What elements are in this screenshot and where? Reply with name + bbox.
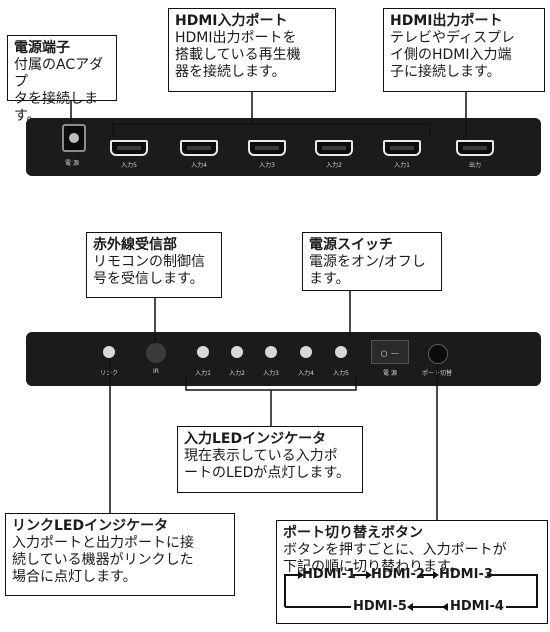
hdmi-input-1-label: 入力1 xyxy=(394,162,410,169)
link-led-desc: 入力ポートと出力ポートに接 続している機器がリンクした 場合に点灯します。 xyxy=(12,535,194,585)
sequence-hdmi-5: HDMI-5 xyxy=(353,599,407,614)
power-jack-label: 電 源 xyxy=(65,160,79,167)
hdmi-output-port[interactable] xyxy=(456,140,494,156)
input-led-title: 入力LEDインジケータ xyxy=(184,431,327,447)
link-led xyxy=(103,346,115,358)
power-port-title: 電源端子 xyxy=(14,40,70,56)
input-4-led xyxy=(300,346,312,358)
power-switch-label: 電 源 xyxy=(383,370,397,377)
ir-receiver xyxy=(146,343,166,363)
input-5-led-label: 入力5 xyxy=(333,370,349,377)
hdmi-output-desc: テレビやディスプレ イ側のHDMI入力端 子に接続します。 xyxy=(390,30,516,80)
hdmi-input-desc: HDMI出力ポートを 搭載している再生機 器を接続します。 xyxy=(175,30,301,80)
power-switch-desc: 電源をオン/オフし ます。 xyxy=(309,254,426,287)
hdmi-input-3-port[interactable] xyxy=(248,140,286,156)
port-switch-desc: ボタンを押すごとに、入力ポートが 下記の順に切り替わります。 xyxy=(283,542,507,575)
hdmi-input-5-port[interactable] xyxy=(110,140,148,156)
hdmi-input-title: HDMI入力ポート xyxy=(175,13,288,29)
power-switch-title: 電源スイッチ xyxy=(309,237,393,253)
power-jack-pin-icon xyxy=(69,133,79,143)
input-5-led xyxy=(335,346,347,358)
input-3-led xyxy=(265,346,277,358)
power-port-desc: 付属のACアダプ タを接続します。 xyxy=(14,57,104,124)
input-1-led-label: 入力1 xyxy=(195,370,211,377)
front-panel xyxy=(26,332,541,386)
input-led-desc: 現在表示している入力ポ ートのLEDが点灯します。 xyxy=(184,448,351,481)
input-2-led xyxy=(231,346,243,358)
ir-receiver-callout: 赤外線受信部 リモコンの制御信 号を受信します。 xyxy=(86,232,222,298)
link-led-title: リンクLEDインジケータ xyxy=(12,518,169,534)
power-jack[interactable] xyxy=(62,124,86,152)
hdmi-input-2-label: 入力2 xyxy=(326,162,342,169)
power-switch-text: O ー xyxy=(380,350,400,360)
hdmi-output-callout: HDMI出力ポート テレビやディスプレ イ側のHDMI入力端 子に接続します。 xyxy=(383,8,545,92)
port-switch-title: ポート切り替えボタン xyxy=(283,525,423,541)
sequence-hdmi-3: HDMI-3 xyxy=(439,567,493,582)
sequence-hdmi-1: HDMI-1 xyxy=(302,567,356,582)
hdmi-input-4-port[interactable] xyxy=(180,140,218,156)
hdmi-output-label: 出力 xyxy=(468,162,481,169)
ir-receiver-title: 赤外線受信部 xyxy=(93,237,177,253)
hdmi-input-callout: HDMI入力ポート HDMI出力ポートを 搭載している再生機 器を接続します。 xyxy=(168,8,336,92)
link-led-callout: リンクLEDインジケータ 入力ポートと出力ポートに接 続している機器がリンクした… xyxy=(5,513,235,596)
power-port-callout: 電源端子 付属のACアダプ タを接続します。 xyxy=(7,35,117,124)
input-led-callout: 入力LEDインジケータ 現在表示している入力ポ ートのLEDが点灯します。 xyxy=(177,426,363,493)
sequence-hdmi-4: HDMI-4 xyxy=(450,599,504,614)
power-switch[interactable]: O ー xyxy=(371,340,409,364)
input-3-led-label: 入力3 xyxy=(263,370,279,377)
hdmi-input-2-port[interactable] xyxy=(315,140,353,156)
ir-receiver-desc: リモコンの制御信 号を受信します。 xyxy=(93,254,205,287)
power-switch-callout: 電源スイッチ 電源をオン/オフし ます。 xyxy=(302,232,442,291)
hdmi-input-4-label: 入力4 xyxy=(191,162,207,169)
input-2-led-label: 入力2 xyxy=(229,370,245,377)
input-4-led-label: 入力4 xyxy=(298,370,314,377)
sequence-hdmi-2: HDMI-2 xyxy=(371,567,425,582)
hdmi-input-3-label: 入力3 xyxy=(259,162,275,169)
hdmi-output-title: HDMI出力ポート xyxy=(390,13,503,29)
ir-receiver-label: IR xyxy=(153,368,159,375)
input-1-led xyxy=(197,346,209,358)
hdmi-input-1-port[interactable] xyxy=(383,140,421,156)
hdmi-input-5-label: 入力5 xyxy=(121,162,137,169)
port-switch-button[interactable] xyxy=(428,344,448,364)
link-led-label: リンク xyxy=(99,370,118,377)
